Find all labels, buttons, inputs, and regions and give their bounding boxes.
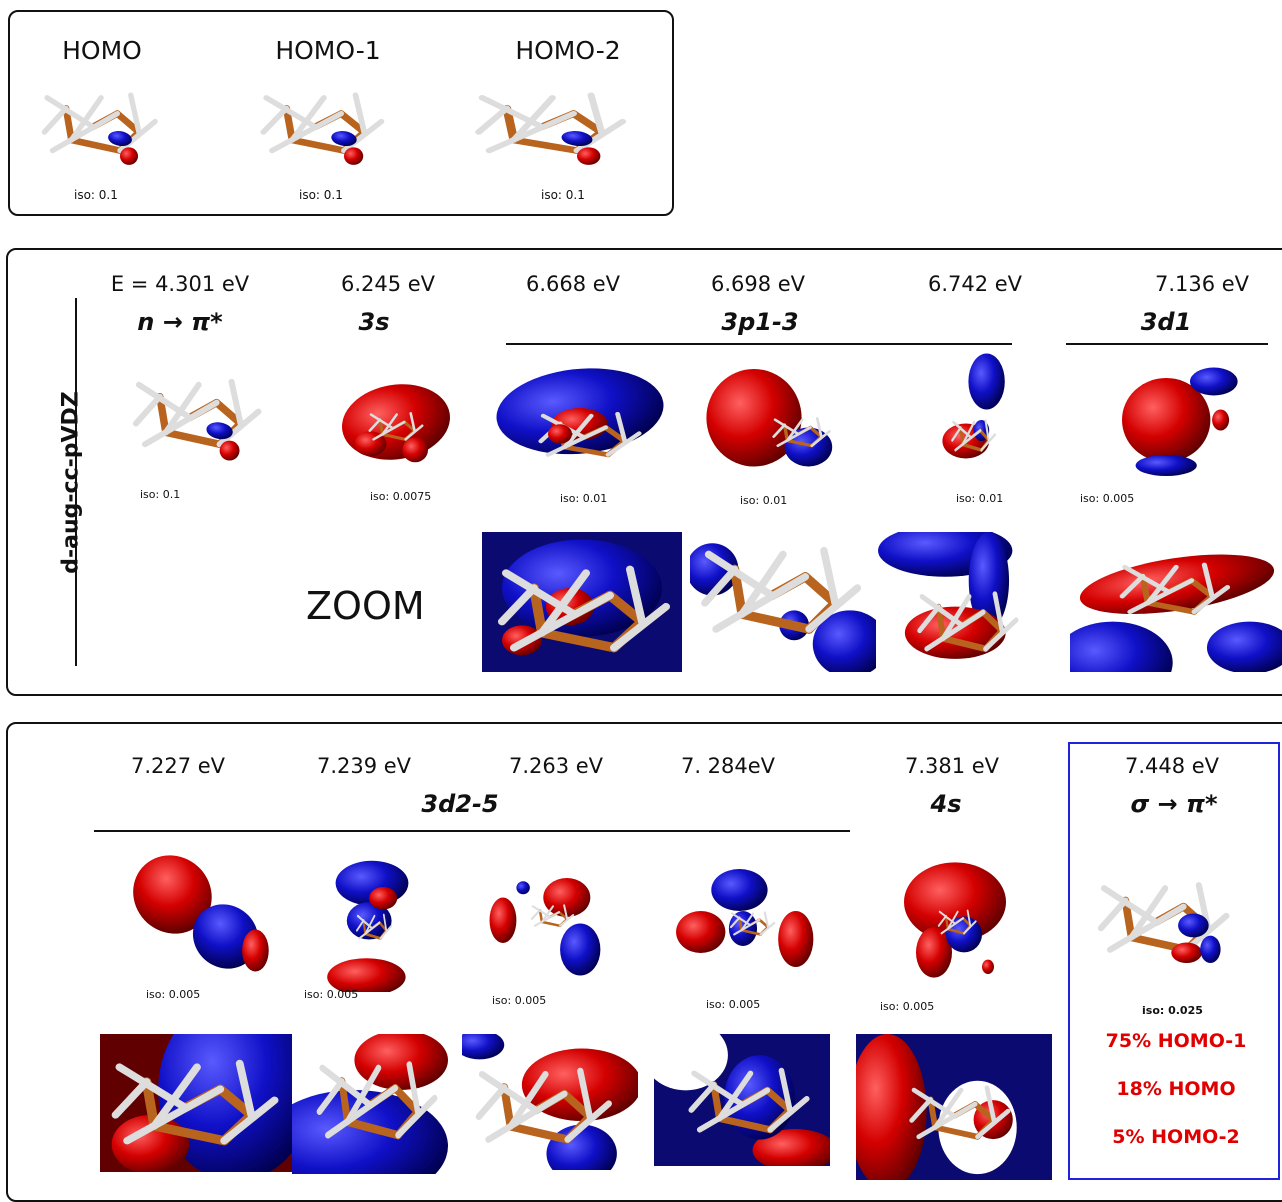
3d5-orbital-image <box>662 848 838 988</box>
iso-b-6: iso: 0.025 <box>1142 1004 1203 1017</box>
ground-state-panel: HOMO HOMO-1 HOMO-2 iso: 0.1 iso: 0.1 iso… <box>8 10 674 216</box>
zoom-3d4-image <box>462 1034 638 1170</box>
homo-1-orbital-image <box>248 74 408 184</box>
orbital-sigma-pi-star: σ → π* <box>1130 790 1218 818</box>
contribution-homo-2: 5% HOMO-2 <box>1112 1126 1240 1148</box>
header-homo-1: HOMO-1 <box>275 36 381 65</box>
3s-orbital-image <box>316 360 476 484</box>
energy-2: 6.245 eV <box>340 272 436 296</box>
homo-2-orbital-image <box>460 74 655 184</box>
orbital-3d1: 3d1 <box>1140 308 1192 336</box>
3d2-orbital-image <box>116 842 282 982</box>
zoom-3d2-image <box>100 1034 294 1172</box>
zoom-3d5-image <box>654 1034 830 1166</box>
header-homo: HOMO <box>62 36 142 65</box>
excited-states-panel-a: d-aug-cc-pVDZ E = 4.301 eV 6.245 eV 6.66… <box>6 248 1282 696</box>
contribution-homo: 18% HOMO <box>1116 1078 1236 1100</box>
energy-12: 7.448 eV <box>1124 754 1220 778</box>
zoom-3p1-image <box>482 532 682 672</box>
energy-8: 7.239 eV <box>316 754 412 778</box>
zoom-3p3-image <box>878 532 1046 672</box>
orbital-3d2-5: 3d2-5 <box>421 790 499 818</box>
homo-orbital-image <box>30 74 180 184</box>
energy-11: 7.381 eV <box>904 754 1000 778</box>
zoom-3d1-image <box>1070 532 1282 672</box>
iso-a-3: iso: 0.01 <box>560 492 608 505</box>
iso-homo: iso: 0.1 <box>74 188 118 202</box>
orbital-3s: 3s <box>358 308 390 336</box>
energy-5: 6.742 eV <box>927 272 1023 296</box>
3d1-orbital-image <box>1088 350 1258 490</box>
iso-a-2: iso: 0.0075 <box>370 490 432 503</box>
3d4-orbital-image <box>466 852 634 982</box>
zoom-4s-image <box>856 1034 1052 1180</box>
3p3-orbital-image <box>906 350 1036 490</box>
iso-b-4: iso: 0.005 <box>706 998 761 1011</box>
4s-orbital-image <box>880 848 1030 992</box>
zoom-3p2-image <box>690 532 876 672</box>
side-divider <box>75 298 77 666</box>
excited-states-panel-b: 7.227 eV 7.239 eV 7.263 eV 7. 284eV 7.38… <box>6 722 1282 1202</box>
sigma-pi-star-orbital-image <box>1088 864 1258 992</box>
3p2-orbital-image <box>686 356 856 486</box>
energy-3: 6.668 eV <box>525 272 621 296</box>
orbital-n-pi-star: n → π* <box>137 308 223 336</box>
3d3-orbital-image <box>302 842 442 992</box>
energy-6: 7.136 eV <box>1154 272 1250 296</box>
iso-a-1: iso: 0.1 <box>140 488 181 501</box>
orbital-3p: 3p1-3 <box>721 308 799 336</box>
group-line-3d2-5 <box>94 830 850 832</box>
header-homo-2: HOMO-2 <box>515 36 621 65</box>
basis-set-label: d-aug-cc-pVDZ <box>58 391 84 574</box>
contribution-homo-1: 75% HOMO-1 <box>1105 1030 1247 1052</box>
highlight-box <box>1068 742 1280 1180</box>
iso-b-1: iso: 0.005 <box>146 988 201 1001</box>
iso-a-5: iso: 0.01 <box>956 492 1004 505</box>
energy-4: 6.698 eV <box>710 272 806 296</box>
iso-b-3: iso: 0.005 <box>492 994 547 1007</box>
iso-homo-1: iso: 0.1 <box>299 188 343 202</box>
group-line-3p <box>506 343 1012 345</box>
orbital-4s: 4s <box>930 790 962 818</box>
iso-a-6: iso: 0.005 <box>1080 492 1135 505</box>
zoom-3d3-image <box>292 1034 448 1174</box>
n-pi-star-orbital-image <box>120 358 286 482</box>
energy-1: E = 4.301 eV <box>110 272 250 296</box>
energy-9: 7.263 eV <box>508 754 604 778</box>
iso-homo-2: iso: 0.1 <box>541 188 585 202</box>
iso-b-2: iso: 0.005 <box>304 988 359 1001</box>
zoom-label: ZOOM <box>306 584 425 628</box>
energy-10: 7. 284eV <box>680 754 776 778</box>
3p1-orbital-image <box>480 356 680 486</box>
energy-7: 7.227 eV <box>130 754 226 778</box>
group-line-3d1 <box>1066 343 1268 345</box>
iso-a-4: iso: 0.01 <box>740 494 788 507</box>
iso-b-5: iso: 0.005 <box>880 1000 935 1013</box>
